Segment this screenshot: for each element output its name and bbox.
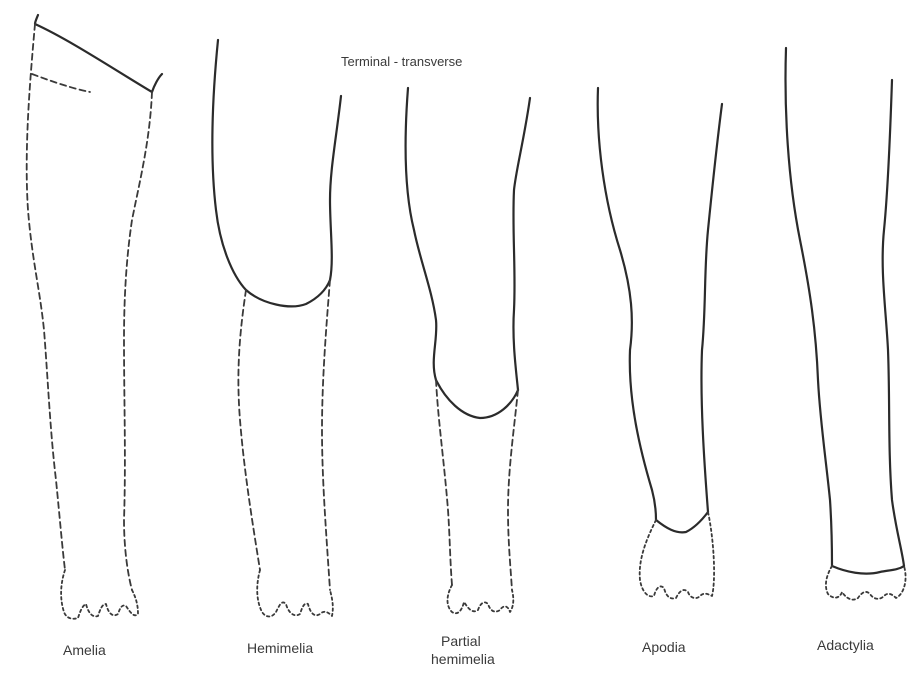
apodia-stump-end [656,512,708,532]
partial-hemimelia-foot [448,585,514,613]
leg-hemimelia [212,40,341,617]
partial-hemimelia-left-outline [406,88,437,380]
adactylia-stump-end [832,566,904,574]
hemimelia-stump-end [246,280,330,306]
apodia-left-outline [598,88,656,520]
partial-hemimelia-left-dashed [436,380,452,585]
label-apodia: Apodia [642,639,686,655]
partial-hemimelia-right-outline [513,98,530,390]
label-amelia: Amelia [63,642,106,658]
apodia-foot [640,512,714,599]
adactylia-left-outline [786,48,832,566]
diagram-title: Terminal - transverse [341,54,462,69]
amelia-hip-line [32,74,90,92]
label-partial-hemimelia-line2: hemimelia [431,651,495,667]
partial-hemimelia-right-dashed [508,390,518,590]
amelia-right-outline [124,92,152,590]
apodia-right-outline [701,104,722,512]
amelia-stump-line [35,15,162,92]
hemimelia-thigh-left [212,40,246,290]
amelia-left-outline [27,24,65,570]
amelia-foot [61,570,138,619]
leg-apodia [598,88,722,599]
hemimelia-left-outline [238,290,260,570]
hemimelia-foot [257,570,333,617]
leg-adactylia [786,48,906,600]
adactylia-foot [826,566,906,600]
leg-partial-hemimelia [406,88,530,613]
hemimelia-thigh-right [330,96,341,280]
partial-hemimelia-stump-end [436,380,518,418]
label-partial-hemimelia-line1: Partial [441,633,481,649]
adactylia-right-outline [883,80,904,566]
leg-amelia [27,15,162,619]
label-adactylia: Adactylia [817,637,874,653]
label-hemimelia: Hemimelia [247,640,313,656]
hemimelia-right-outline [322,280,330,590]
